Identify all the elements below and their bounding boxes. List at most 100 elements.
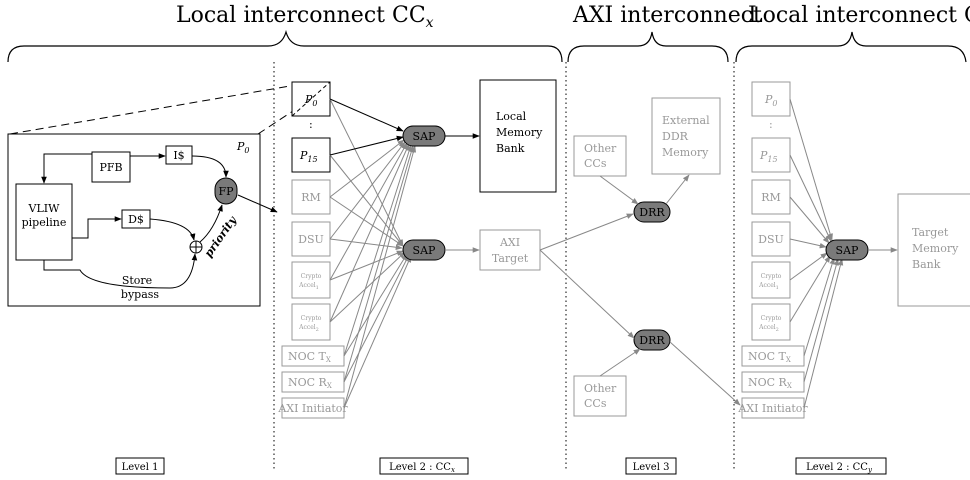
ccy-rm-label: RM xyxy=(761,191,781,204)
svg-text:Local interconnect CCy: Local interconnect CCy xyxy=(748,3,970,31)
other-ccs-top-label-1: Other xyxy=(584,142,617,155)
ccx-dots: : xyxy=(309,118,313,131)
ccy-sap-label: SAP xyxy=(836,244,859,257)
ccx-rm-box xyxy=(291,179,331,215)
ccy-dots: : xyxy=(769,118,773,131)
ccx-crypto1-label: Crypto xyxy=(301,273,322,280)
edge-pfb-vliw xyxy=(41,153,92,184)
other-ccs-bottom-label-2: CCs xyxy=(584,397,607,410)
target-mem-label-3: Bank xyxy=(912,258,941,271)
p0-detail-box xyxy=(7,133,261,307)
drr-top-node xyxy=(633,201,671,223)
svg-text:Local interconnect CCx: Local interconnect CCx xyxy=(176,3,434,31)
ccx-sap1: SAP xyxy=(402,125,446,147)
braces xyxy=(7,29,967,63)
axi-target-label-2: Target xyxy=(492,252,529,265)
level1-box xyxy=(115,457,165,475)
ccx-p15-label: P15 xyxy=(299,149,318,164)
local-memory-bank xyxy=(479,79,557,193)
ccx-accel2-label: Accel2 xyxy=(298,324,319,333)
ccx-crypto2-box xyxy=(291,303,331,341)
level2x-label: Level 2 : CCx xyxy=(389,462,455,474)
local-mem-label-1: Local xyxy=(496,110,527,123)
vliw-box xyxy=(15,183,73,261)
ext-ddr-label-1: External xyxy=(662,114,710,127)
level3-box xyxy=(625,457,677,475)
ccy-sap: SAP xyxy=(825,239,869,261)
vliw-label-2: pipeline xyxy=(22,216,67,229)
drr-bottom-label: DRR xyxy=(639,334,665,347)
header-axi: AXI interconnect xyxy=(572,3,762,28)
ccx-nocr-label: NOC RX xyxy=(288,376,332,390)
bypass-label: bypass xyxy=(121,288,160,301)
ext-ddr-label-2: DDR xyxy=(662,130,689,143)
edge-merge-fp xyxy=(199,204,223,243)
edge-othertop-drrtop xyxy=(599,175,639,205)
ccy-dsu-box xyxy=(751,221,791,257)
dcache-label: D$ xyxy=(128,213,144,226)
ccy-noct-label: NOC TX xyxy=(748,350,791,364)
store-label: Store xyxy=(122,274,152,287)
edge-dcache-merge xyxy=(149,218,196,241)
ccy-axi-init-label: AXI Initiator xyxy=(737,402,808,415)
brace-axi xyxy=(567,31,729,63)
pfb-label: PFB xyxy=(99,161,122,174)
ccy-crypto2-box xyxy=(751,303,791,341)
ccy-p0-label: P0 xyxy=(764,93,778,108)
ccy-crypto1-label: Crypto xyxy=(761,273,782,280)
header-local-x: Local interconnect CCx xyxy=(176,3,434,31)
axi-section: Other CCs External DDR Memory DRR DRR Ot… xyxy=(539,97,741,417)
priority-label: priority xyxy=(202,213,240,260)
edge-store-bypass xyxy=(43,253,198,289)
icache-label: I$ xyxy=(173,149,184,162)
ccx-axi-init-label: AXI Initiator xyxy=(277,402,348,415)
ccx-rm-label: RM xyxy=(301,191,321,204)
ccy-crypto2-label: Crypto xyxy=(761,315,782,322)
level1-detail: P0 PFB I$ VLIW pipeline D$ FP priority S… xyxy=(7,85,329,307)
ccx-sap2: SAP xyxy=(402,239,446,261)
ccy-p15-box xyxy=(751,137,791,173)
target-mem-label-2: Memory xyxy=(912,242,959,255)
level-labels: Level 1 Level 2 : CCx Level 3 Level 2 : … xyxy=(115,457,887,475)
separators xyxy=(273,62,735,470)
ccx-sap2-label: SAP xyxy=(413,244,436,257)
level3-label: Level 3 xyxy=(633,462,670,473)
level2y-label: Level 2 : CCy xyxy=(806,462,873,474)
ccx-p0-label: P0 xyxy=(304,93,318,108)
ccx-dsu-label: DSU xyxy=(298,233,324,246)
other-ccs-top-box xyxy=(573,135,627,177)
brace-local-x xyxy=(7,29,563,63)
edge-drrbottom-axiinit xyxy=(669,341,741,406)
edge-vliw-dcache xyxy=(72,216,122,239)
ccy-edges-sap xyxy=(789,98,844,409)
ext-ddr-label-3: Memory xyxy=(662,146,709,159)
edge-axitarget-drrtop xyxy=(539,213,634,251)
ccy-sources: P0 : P15 RM DSU Crypto Accel1 Crypto Acc… xyxy=(737,81,808,419)
drr-top-label: DRR xyxy=(639,206,665,219)
local-mem-label-2: Memory xyxy=(496,126,543,139)
level1-label: Level 1 xyxy=(122,462,159,473)
local-mem-label-3: Bank xyxy=(496,142,525,155)
edge-axitarget-drrbottom xyxy=(539,249,635,339)
ccy-accel1-label: Accel1 xyxy=(758,282,779,291)
edge-drrtop-ddr xyxy=(665,174,690,205)
ccx-crypto1-box xyxy=(291,261,331,299)
icache-box xyxy=(165,145,193,165)
edge-fp-out xyxy=(237,194,278,213)
ccy-crypto1-box xyxy=(751,261,791,299)
other-ccs-bottom-label-1: Other xyxy=(584,382,617,395)
brace-local-y xyxy=(735,31,967,63)
ccx-accel1-label: Accel1 xyxy=(298,282,319,291)
ccy-nocr-label: NOC RX xyxy=(748,376,792,390)
edge-otherbottom-drrbottom xyxy=(599,348,641,377)
other-ccs-bottom-box xyxy=(573,375,627,417)
ccx-crypto2-label: Crypto xyxy=(301,315,322,322)
target-mem-label-1: Target xyxy=(912,226,949,239)
drr-bottom-node xyxy=(633,329,671,351)
fp-label: FP xyxy=(218,185,234,198)
external-ddr-box xyxy=(651,97,721,175)
ccy-dsu-label: DSU xyxy=(758,233,784,246)
ccy-p0-box xyxy=(751,81,791,117)
ccy-accel2-label: Accel2 xyxy=(758,324,779,333)
